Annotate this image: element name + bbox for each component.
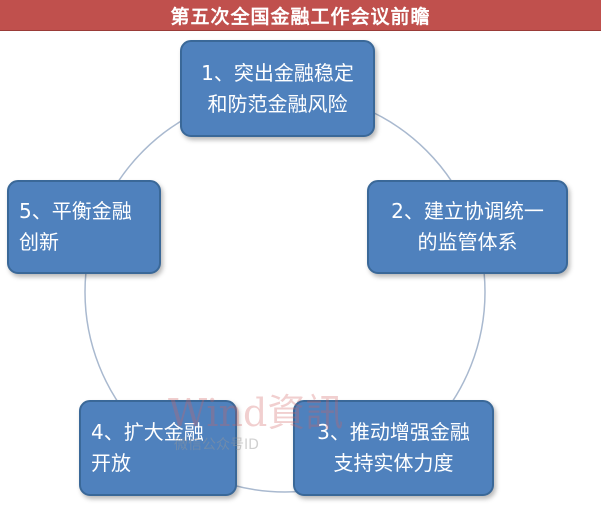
node-4-line-2: 开放	[91, 451, 131, 475]
node-1-line-2: 和防范金融风险	[207, 91, 348, 116]
cycle-node-2: 2、建立协调统一 的监管体系	[367, 180, 568, 274]
node-5-line-2: 创新	[19, 230, 59, 254]
node-3-line-2: 支持实体力度	[333, 451, 454, 475]
cycle-node-3: 3、推动增强金融 支持实体力度	[293, 400, 494, 496]
cycle-node-1: 1、突出金融稳定 和防范金融风险	[180, 40, 375, 137]
node-4-line-1: 4、扩大金融	[91, 420, 204, 444]
node-2-line-2: 的监管体系	[417, 230, 518, 254]
node-2-line-1: 2、建立协调统一	[391, 199, 544, 223]
cycle-node-4: 4、扩大金融 开放	[79, 400, 237, 496]
node-5-line-1: 5、平衡金融	[19, 199, 132, 223]
cycle-node-5: 5、平衡金融 创新	[7, 180, 161, 274]
node-1-line-1: 1、突出金融稳定	[201, 60, 354, 85]
page-title: 第五次全国金融工作会议前瞻	[0, 0, 601, 31]
node-3-line-1: 3、推动增强金融	[317, 420, 470, 444]
